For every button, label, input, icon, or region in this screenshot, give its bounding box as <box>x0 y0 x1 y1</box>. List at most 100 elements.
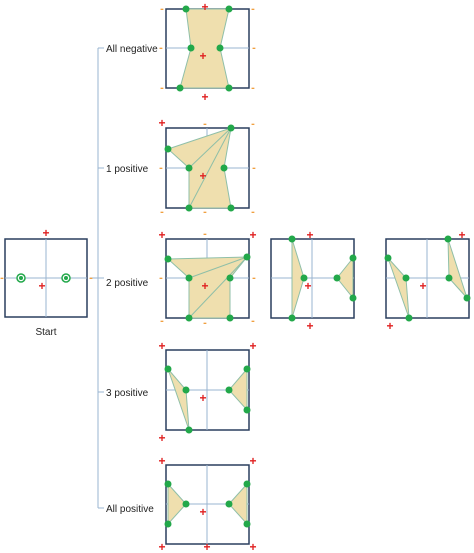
panel-three-positive: + + + + <box>158 339 256 445</box>
panel-all-positive: + + + + + + <box>158 454 256 553</box>
node-marker <box>182 5 190 13</box>
panel-one-positive: + + - - - - - - - <box>158 116 256 218</box>
shaded-region <box>336 256 354 300</box>
minus-sign: - <box>160 3 164 15</box>
node-marker <box>227 124 235 132</box>
minus-sign: - <box>203 206 207 218</box>
plus-sign: + <box>201 90 208 104</box>
node-marker <box>164 520 172 528</box>
node-marker <box>64 276 68 280</box>
node-marker <box>225 500 233 508</box>
plus-sign: + <box>386 319 393 333</box>
node-marker <box>176 84 184 92</box>
plus-sign: + <box>306 228 313 242</box>
node-marker <box>225 386 233 394</box>
shaded-region <box>228 367 248 412</box>
plus-sign: + <box>201 0 208 14</box>
node-marker <box>243 365 251 373</box>
plus-sign: + <box>249 540 256 553</box>
minus-sign: - <box>252 42 256 54</box>
node-marker <box>227 204 235 212</box>
node-marker <box>226 314 234 322</box>
label-all-negative: All negative <box>106 44 158 55</box>
shaded-region <box>167 482 187 526</box>
plus-sign: + <box>42 226 49 240</box>
minus-sign: - <box>251 118 255 130</box>
node-marker <box>288 314 296 322</box>
minus-sign: - <box>159 162 163 174</box>
node-marker <box>300 274 308 282</box>
label-one-positive: 1 positive <box>106 164 149 175</box>
label-all-positive: All positive <box>106 504 154 515</box>
shaded-region <box>387 257 410 319</box>
plus-sign: + <box>199 391 206 405</box>
node-marker <box>402 274 410 282</box>
node-marker <box>349 254 357 262</box>
node-marker <box>19 276 23 280</box>
plus-sign: + <box>158 431 165 445</box>
node-marker <box>185 204 193 212</box>
diagonal-edge <box>188 256 248 319</box>
plus-sign: + <box>158 228 165 242</box>
plus-sign: + <box>201 279 208 293</box>
panel-two-positive-a: + + + - - - - - - <box>158 228 256 329</box>
plus-sign: + <box>158 339 165 353</box>
node-marker <box>182 386 190 394</box>
node-marker <box>226 274 234 282</box>
minus-sign: - <box>252 272 256 284</box>
node-marker <box>164 255 172 263</box>
node-marker <box>164 480 172 488</box>
panel-two-positive-c: + + + <box>384 228 471 333</box>
label-start: Start <box>35 327 56 338</box>
plus-sign: + <box>304 279 311 293</box>
plus-sign: + <box>458 228 465 242</box>
panel-two-positive-b: + + + <box>270 228 357 333</box>
shaded-region <box>291 238 305 319</box>
plus-sign: + <box>158 116 165 130</box>
node-marker <box>225 5 233 13</box>
plus-sign: + <box>38 279 45 293</box>
node-marker <box>164 145 172 153</box>
minus-sign: - <box>203 317 207 329</box>
shaded-region <box>228 482 248 526</box>
minus-sign: - <box>251 206 255 218</box>
minus-sign: - <box>159 272 163 284</box>
shaded-region <box>447 238 468 299</box>
diagonal-edge <box>188 256 248 279</box>
plus-sign: + <box>199 49 206 63</box>
minus-sign: - <box>203 228 207 240</box>
minus-sign: - <box>252 162 256 174</box>
minus-sign: - <box>251 82 255 94</box>
plus-sign: + <box>203 540 210 553</box>
node-marker <box>333 274 341 282</box>
node-marker <box>243 480 251 488</box>
minus-sign: - <box>0 272 4 284</box>
node-marker <box>216 44 224 52</box>
minus-sign: - <box>160 82 164 94</box>
node-marker <box>185 274 193 282</box>
node-marker <box>445 274 453 282</box>
diagonal-edge <box>188 127 232 169</box>
node-marker <box>225 84 233 92</box>
plus-sign: + <box>249 228 256 242</box>
minus-sign: - <box>251 315 255 327</box>
node-marker <box>243 406 251 414</box>
node-marker <box>185 164 193 172</box>
plus-sign: + <box>158 540 165 553</box>
plus-sign: + <box>419 279 426 293</box>
plus-sign: + <box>249 339 256 353</box>
panel-all-negative: + + + - - - - - - <box>159 0 256 104</box>
node-marker <box>185 426 193 434</box>
minus-sign: - <box>160 206 164 218</box>
node-marker <box>185 314 193 322</box>
minus-sign: - <box>251 3 255 15</box>
node-marker <box>243 253 251 261</box>
node-marker <box>384 254 392 262</box>
panel-start: + + - - <box>0 226 93 318</box>
plus-sign: + <box>199 505 206 519</box>
plus-sign: + <box>199 169 206 183</box>
node-marker <box>187 44 195 52</box>
minus-sign: - <box>89 272 93 284</box>
label-three-positive: 3 positive <box>106 388 149 399</box>
